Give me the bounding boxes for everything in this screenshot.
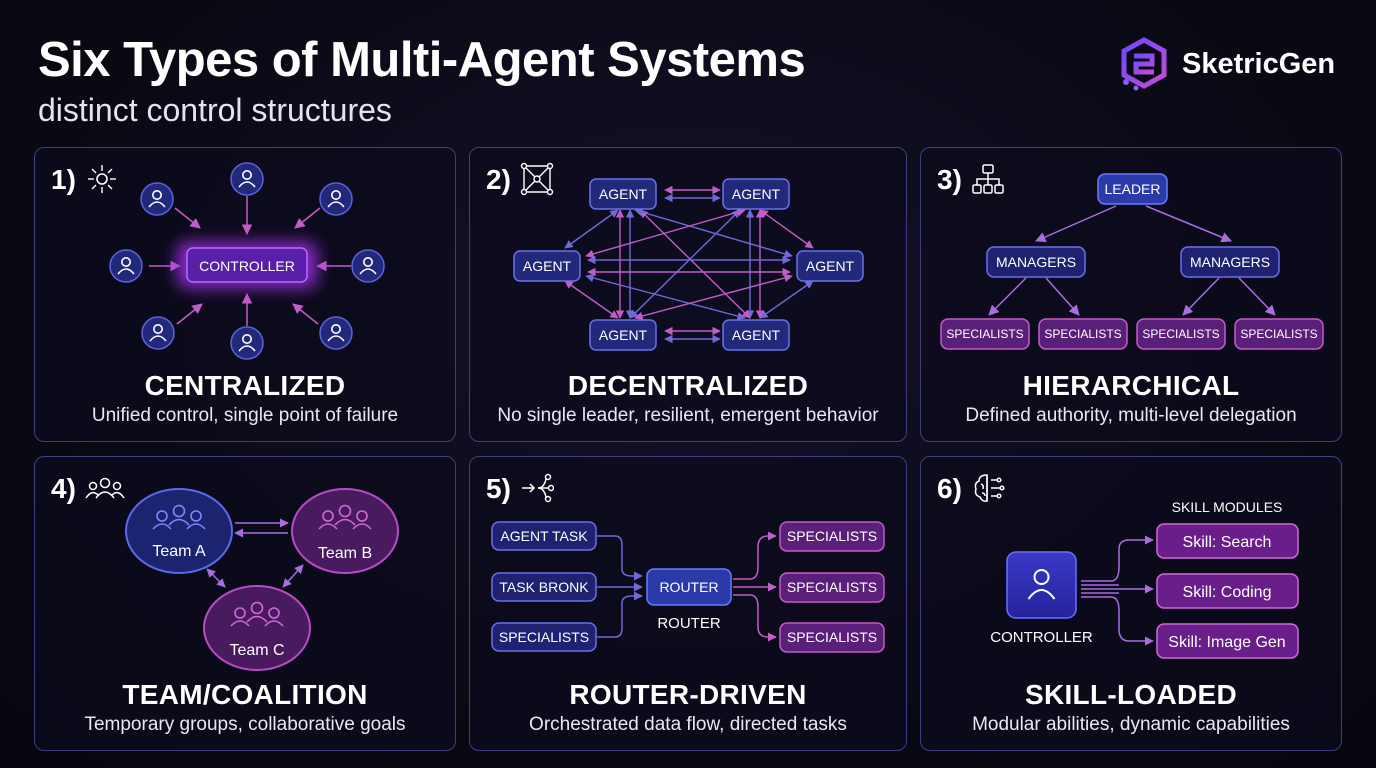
panel-centralized: 1) CONTROLLER: [34, 147, 456, 442]
panel-number: 3): [937, 164, 962, 195]
output-label: SPECIALISTS: [787, 528, 877, 544]
skill-node: [1156, 623, 1299, 659]
panel-title: ROUTER-DRIVEN: [569, 679, 807, 710]
skill-node: [1156, 573, 1299, 609]
centralized-diagram: CONTROLLER: [109, 162, 385, 360]
manager-node: [986, 246, 1086, 278]
panel-description: Unified control, single point of failure: [91, 405, 399, 426]
controller-caption: CONTROLLER: [990, 629, 1093, 646]
router-branch-icon: [522, 473, 554, 503]
leader-label: LEADER: [1104, 181, 1160, 197]
mesh-network-icon: [520, 162, 554, 196]
input-label: AGENT TASK: [500, 528, 588, 544]
team-c-node: [203, 585, 311, 671]
skill-label: Skill: Search: [1183, 534, 1272, 551]
panel-skill-loaded: 6) SKILL MODULES CONTROLLER: [920, 456, 1342, 751]
hexagon-network-logo-icon: [1121, 37, 1167, 91]
output-node: [779, 521, 885, 552]
output-node: [779, 572, 885, 603]
decentralized-diagram: AGENT AGENT AGENT AGENT AGENT AGENT: [513, 178, 864, 351]
specialist-label: SPECIALISTS: [1142, 327, 1219, 341]
team-c-label: Team C: [229, 642, 284, 659]
brand: SketricGen: [1116, 36, 1335, 92]
controller-node: [186, 247, 308, 283]
skill-label: Skill: Image Gen: [1168, 634, 1285, 651]
panel-decentralized: 2): [469, 147, 907, 442]
router-caption: ROUTER: [657, 615, 721, 632]
input-node: [491, 521, 597, 551]
panel-description: Orchestrated data flow, directed tasks: [529, 714, 847, 735]
skill-modules-label: SKILL MODULES: [1172, 499, 1283, 515]
agent-label: AGENT: [599, 327, 648, 343]
panel-title: TEAM/COALITION: [122, 679, 368, 710]
manager-label: MANAGERS: [1190, 254, 1270, 270]
agent-label: AGENT: [732, 327, 781, 343]
input-node: [491, 572, 597, 602]
controller-label: CONTROLLER: [199, 258, 295, 274]
input-label: SPECIALISTS: [499, 629, 589, 645]
team-b-label: Team B: [318, 545, 372, 562]
output-node: [779, 622, 885, 653]
input-label: TASK BRONK: [499, 579, 589, 595]
hub-icon: [88, 165, 116, 193]
specialist-node: [940, 318, 1030, 350]
team-b-node: [291, 488, 399, 574]
specialist-node: [1234, 318, 1324, 350]
skill-node: [1156, 523, 1299, 559]
output-label: SPECIALISTS: [787, 629, 877, 645]
leader-node: [1097, 173, 1168, 205]
manager-label: MANAGERS: [996, 254, 1076, 270]
team-a-node: [125, 488, 233, 574]
router-label: ROUTER: [659, 579, 718, 595]
panel-number: 2): [486, 164, 511, 195]
panel-description: Temporary groups, collaborative goals: [84, 714, 406, 735]
panel-description: Modular abilities, dynamic capabilities: [972, 714, 1290, 735]
hierarchical-diagram: LEADER MANAGERS MANAGERS SPECIALISTS SPE…: [940, 173, 1324, 350]
agent-label: AGENT: [732, 186, 781, 202]
team-a-label: Team A: [152, 543, 206, 560]
person-icon: [1027, 569, 1056, 600]
panel-title: DECENTRALIZED: [567, 370, 809, 401]
panel-number: 5): [486, 473, 511, 504]
panel-team-coalition: 4) Team A Team B Team: [34, 456, 456, 751]
router-node: [646, 568, 732, 606]
agent-label: AGENT: [806, 258, 855, 274]
specialist-node: [1136, 318, 1226, 350]
panel-title: SKILL-LOADED: [1024, 679, 1238, 710]
agent-label: AGENT: [523, 258, 572, 274]
panel-number: 4): [51, 473, 76, 504]
group-icon: [85, 477, 125, 499]
agent-nodes: [513, 178, 864, 351]
brand-name: SketricGen: [1182, 47, 1336, 80]
page-subtitle: distinct control structures: [38, 92, 392, 128]
panel-router-driven: 5) AGENT TASK TASK BRONK: [469, 456, 907, 751]
panel-description: No single leader, resilient, emergent be…: [497, 405, 879, 426]
panel-number: 1): [51, 164, 76, 195]
panel-description: Defined authority, multi-level delegatio…: [965, 405, 1297, 426]
specialist-node: [1038, 318, 1128, 350]
input-node: [491, 622, 597, 652]
agent-label: AGENT: [599, 186, 648, 202]
brain-circuit-icon: [974, 474, 1005, 502]
panel-title: HIERARCHICAL: [1022, 370, 1240, 401]
team-coalition-diagram: Team A Team B Team C: [125, 488, 399, 671]
specialist-label: SPECIALISTS: [1240, 327, 1317, 341]
output-label: SPECIALISTS: [787, 579, 877, 595]
agent-nodes: [109, 162, 385, 360]
specialist-label: SPECIALISTS: [946, 327, 1023, 341]
panel-number: 6): [937, 473, 962, 504]
panel-hierarchical: 3) LEADER MANAGERS MANAGERS: [920, 147, 1342, 442]
org-chart-icon: [972, 164, 1004, 194]
skill-label: Skill: Coding: [1183, 584, 1272, 601]
specialist-label: SPECIALISTS: [1044, 327, 1121, 341]
router-driven-diagram: AGENT TASK TASK BRONK SPECIALISTS ROUTER…: [491, 521, 885, 653]
page-title: Six Types of Multi-Agent Systems: [38, 33, 806, 87]
skill-loaded-diagram: SKILL MODULES CONTROLLER Skill: Search S…: [990, 499, 1299, 659]
manager-node: [1180, 246, 1280, 278]
panel-title: CENTRALIZED: [144, 370, 346, 401]
